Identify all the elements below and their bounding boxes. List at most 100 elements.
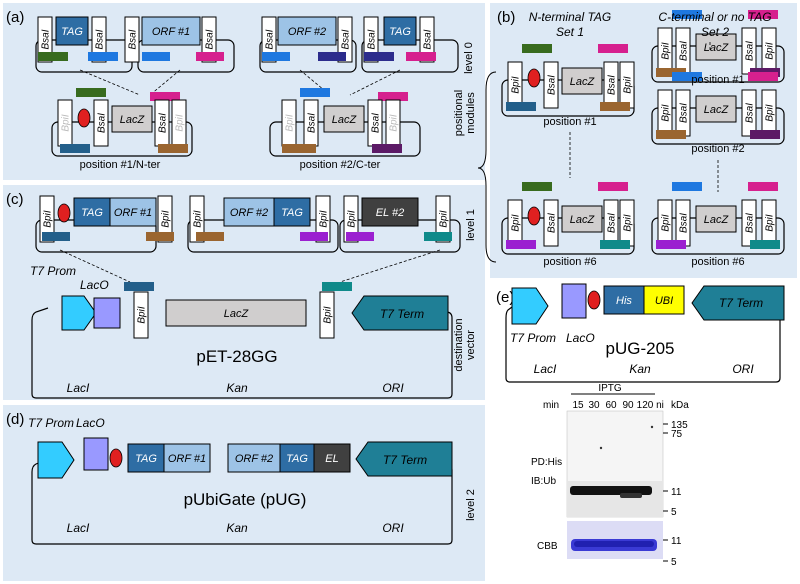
- c-m3-overhang-right: [424, 232, 452, 241]
- b-p1-set1-overhang-bot-right: [600, 102, 630, 111]
- c-dv-overhang-left: [124, 282, 154, 291]
- d-tag1-label: TAG: [135, 453, 157, 465]
- c-m1-tag-label: TAG: [81, 207, 103, 219]
- a-p1-overhang-top-left: [76, 88, 106, 97]
- a-dash-2: [149, 69, 181, 96]
- c-dv-backbone: [31, 307, 453, 399]
- d-t7prom-arrow: [37, 441, 75, 479]
- a-p2-overhang-bot-left: [282, 144, 316, 153]
- a-p2-bpii-left-label: BpiI: [285, 114, 296, 131]
- brace: [477, 71, 497, 263]
- a-tag2-bsai-left: [363, 16, 379, 63]
- panel-label-b: (b): [497, 9, 515, 26]
- a-p1-overhang-bot-right: [158, 144, 188, 153]
- b-p2-set2-overhang-bot-right: [750, 130, 780, 139]
- b-p6-set1-bsai-left: [543, 199, 559, 247]
- a-tag-block-label: TAG: [61, 26, 83, 38]
- panel-label-d: (d): [6, 411, 24, 428]
- a-p2-bsai-left-label: BsaI: [307, 113, 318, 133]
- b-p2-set2-lacz: [695, 95, 737, 123]
- c-m2-overhang-left: [196, 232, 224, 241]
- blot-ib: IB:Ub: [531, 476, 556, 487]
- a-orf2-block-label: ORF #2: [288, 26, 326, 38]
- c-m2-orf2-label: ORF #2: [230, 207, 268, 219]
- c-kan: Kan: [226, 381, 248, 395]
- blot-cbb: CBB: [537, 541, 558, 552]
- c-m1-promoter: [57, 203, 71, 223]
- b-p1-set2-bpii-right-label: BpiI: [765, 42, 776, 59]
- c-m1-overhang-right: [146, 232, 174, 241]
- b-p6-set2-lacz-label: LacZ: [704, 214, 730, 226]
- a-tag2-bsai-left-label: BsaI: [367, 29, 378, 49]
- c-m3-overhang-left: [346, 232, 374, 241]
- b-p1-set1-bpii-left-label: BpiI: [511, 76, 522, 93]
- a-orf1-block-label: ORF #1: [152, 26, 190, 38]
- b-p2-set2-overhang-top-left: [672, 72, 702, 81]
- c-t7term-arrow: [351, 295, 449, 331]
- c-ori: ORI: [382, 381, 404, 395]
- panel-label-e: (e): [496, 289, 514, 306]
- b-pos1b-label: position #1: [691, 74, 744, 86]
- c-m1-orf1: [109, 197, 157, 227]
- b-p2-set2-bsai-left-label: BsaI: [679, 103, 690, 123]
- a-tag-bsai-left: [37, 16, 53, 63]
- d-laco: LacO: [76, 416, 105, 430]
- e-his-label: His: [616, 295, 632, 307]
- b-p6-set1-bsai-right-label: BsaI: [607, 213, 618, 233]
- c-m2-overhang-right: [300, 232, 328, 241]
- e-ubi: [643, 285, 685, 315]
- b-pos6a-label: position #6: [543, 256, 596, 268]
- vector-label: vector: [465, 330, 477, 360]
- c-dv-lacz-label: LacZ: [224, 308, 250, 320]
- a-p2-overhang-bot-right: [372, 144, 402, 153]
- d-kan: Kan: [226, 521, 248, 535]
- a-p1-overhang-bot-left: [60, 144, 90, 153]
- b-pos2-label: position #2: [691, 143, 744, 155]
- b-p6-set1-overhang-bot-right: [600, 240, 630, 249]
- blot-lane-5: 120: [637, 400, 654, 411]
- c-m1-overhang-left: [42, 232, 70, 241]
- b-p2-set2-overhang-bot-left: [656, 130, 686, 139]
- western-blot: IPTG min 15 30 60 90 120 ni kDa PD:His I…: [531, 383, 689, 568]
- a-p2-bsai-right-label: BsaI: [371, 113, 382, 133]
- a-p1-lacz: [111, 105, 153, 133]
- a-p1-promoter: [77, 108, 91, 128]
- a-orf1-bsai-left-label: BsaI: [128, 29, 139, 49]
- panel-label-a: (a): [6, 9, 24, 26]
- e-ubi-label: UBI: [655, 295, 673, 307]
- b-p6-set1-overhang-top-left: [522, 182, 552, 191]
- c-m2-tag-label: TAG: [281, 207, 303, 219]
- b-p6-set2-bsai-right: [741, 199, 757, 247]
- b-p1-set2-bpii-left-label: BpiI: [661, 42, 672, 59]
- b-p2-set2-bsai-right: [741, 89, 757, 137]
- b-p6-set2-bpii-right-label: BpiI: [765, 214, 776, 231]
- blot-lane-3: 60: [605, 400, 617, 411]
- c-m3-bpii-right-label: BpiI: [439, 210, 450, 227]
- c-dv-lacz: [165, 299, 307, 327]
- a-p1-overhang-top-right: [150, 92, 180, 101]
- destination-label: destination: [453, 318, 465, 371]
- c-dash-2: [339, 249, 441, 283]
- c-dash-1: [59, 249, 131, 283]
- a-orf1-bsai-right-label: BsaI: [205, 29, 216, 49]
- e-t7term-label: T7 Term: [719, 296, 763, 310]
- a-tag-bsai-right: [91, 16, 107, 63]
- b-p1-set2-lacz: [695, 33, 737, 61]
- a-orf1-bsai-left: [124, 16, 140, 63]
- blot-m5: 5: [671, 507, 677, 518]
- c-m2-bpii-left-label: BpiI: [193, 210, 204, 227]
- b-p6-set1-lacz-label: LacZ: [570, 214, 596, 226]
- blot-m75: 75: [671, 429, 683, 440]
- e-name: pUG-205: [606, 339, 675, 358]
- a-p1-bsai-left-label: BsaI: [97, 113, 108, 133]
- b-p1-set1-overhang-top-left: [522, 44, 552, 53]
- a-pos1-label: position #1/N-ter: [80, 159, 161, 171]
- blot-speck-2: [650, 425, 654, 429]
- a-p2-overhang-top-right: [378, 92, 408, 101]
- a-orf2-overhang-right: [318, 52, 346, 61]
- b-pos1a-label: position #1: [543, 116, 596, 128]
- a-tag-bsai-left-label: BsaI: [41, 29, 52, 49]
- a-p1-bpii-left-label: BpiI: [61, 114, 72, 131]
- blot-band: [570, 486, 652, 495]
